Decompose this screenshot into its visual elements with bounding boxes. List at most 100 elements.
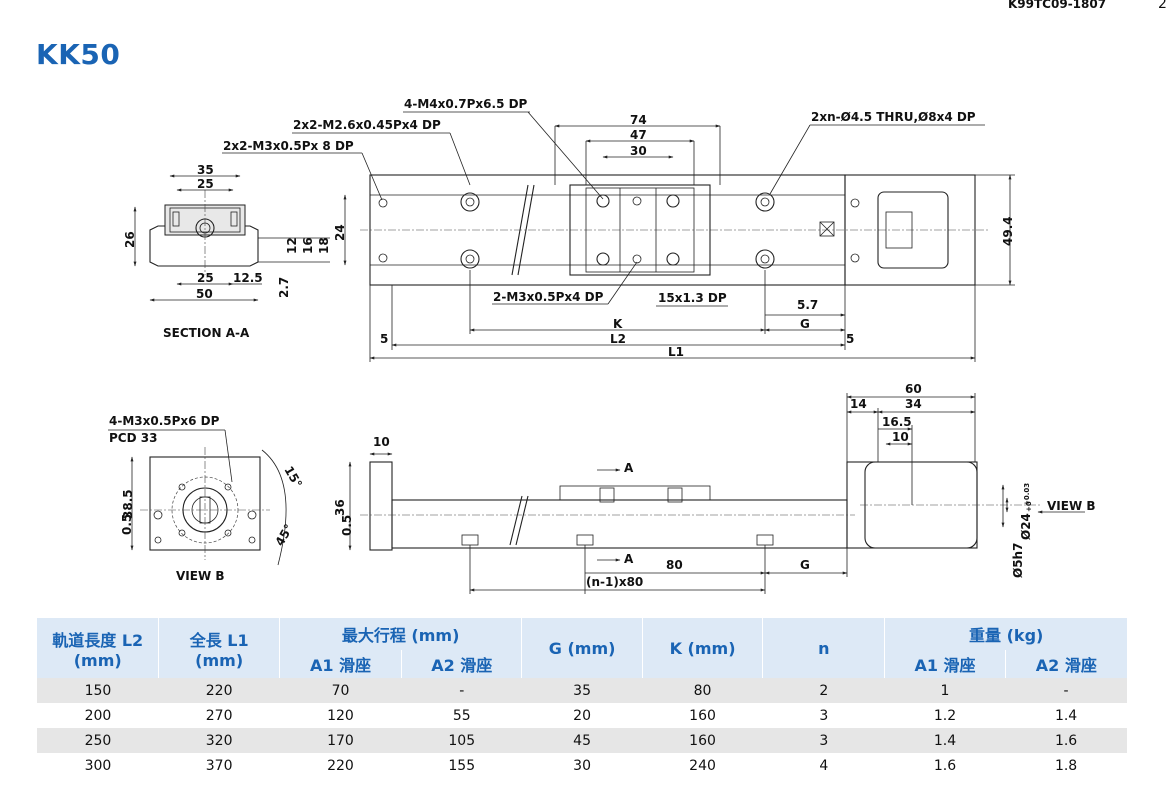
cell-k: 160 [642, 728, 763, 753]
dim-10-left: 10 [373, 435, 390, 449]
dim-k: K [613, 317, 623, 331]
cell-stroke-a2: - [401, 678, 522, 703]
section-a-a-view: 35 25 26 25 12.5 50 2.7 12 16 18 SECTION… [123, 163, 331, 340]
cell-weight-a1: 1.6 [884, 753, 1006, 778]
top-view: 74 47 30 4-M4x0.7Px6.5 DP 2x2-M2.6x0.45P… [222, 97, 1015, 362]
cell-total: 270 [158, 703, 280, 728]
cell-weight-a2: 1.8 [1005, 753, 1127, 778]
cell-stroke-a1: 70 [279, 678, 402, 703]
dim-26: 26 [123, 231, 137, 248]
note-m2-6: 2x2-M2.6x0.45Px4 DP [293, 118, 441, 132]
note-m4: 4-M4x0.7Px6.5 DP [404, 97, 528, 111]
dim-74: 74 [630, 113, 647, 127]
dim-25-top: 25 [197, 177, 214, 191]
cell-rail: 300 [37, 753, 159, 778]
dim-30: 30 [630, 144, 647, 158]
cell-total: 370 [158, 753, 280, 778]
dim-12-5: 12.5 [233, 271, 263, 285]
header-n: n [762, 618, 886, 678]
dim-36: 36 [333, 499, 347, 516]
cell-k: 240 [642, 753, 763, 778]
cell-stroke-a1: 120 [279, 703, 402, 728]
table-row: 150 220 70 - 35 80 2 1 - [37, 678, 1127, 703]
cell-total: 320 [158, 728, 280, 753]
cell-n: 3 [762, 703, 885, 728]
note-m3-4: 2-M3x0.5Px4 DP [493, 290, 604, 304]
dim-49-4: 49.4 [1001, 216, 1015, 246]
cell-n: 4 [762, 753, 885, 778]
spec-table: 軌道長度 L2(mm) 全長 L1(mm) 最大行程 (mm) G (mm) K… [37, 618, 1127, 778]
cell-weight-a2: 1.4 [1005, 703, 1127, 728]
cell-k: 160 [642, 703, 763, 728]
page-number: 2 [1158, 0, 1167, 12]
dim-25-bottom: 25 [197, 271, 214, 285]
cell-n: 3 [762, 728, 885, 753]
section-marker-a-top: A [624, 461, 634, 475]
cell-weight-a1: 1 [884, 678, 1006, 703]
cell-weight-a2: 1.6 [1005, 728, 1127, 753]
header-weight: 重量 (kg) [884, 618, 1127, 650]
note-m3-6: 4-M3x0.5Px6 DP [109, 414, 220, 428]
document-id: K99TC09-1807 [1008, 0, 1107, 11]
dim-g-side: G [800, 558, 810, 572]
cell-rail: 200 [37, 703, 159, 728]
dim-34: 34 [905, 397, 922, 411]
header-g: G (mm) [521, 618, 643, 678]
header-rail-length: 軌道長度 L2(mm) [37, 618, 160, 678]
dim-47: 47 [630, 128, 647, 142]
dim-16-5: 16.5 [882, 415, 912, 429]
dim-80: 80 [666, 558, 683, 572]
cell-k: 80 [642, 678, 763, 703]
note-n-80: (n-1)x80 [586, 575, 643, 589]
dim-60: 60 [905, 382, 922, 396]
view-b-label: VIEW B [176, 569, 225, 583]
model-title: KK50 [36, 38, 121, 71]
table-row: 300 370 220 155 30 240 4 1.6 1.8 [37, 753, 1127, 778]
header-weight-a1: A1 滑座 [884, 650, 1006, 678]
tolerance-lower: +0 [1025, 501, 1033, 512]
cell-weight-a1: 1.2 [884, 703, 1006, 728]
header-stroke-a1: A1 滑座 [279, 650, 403, 678]
cell-g: 20 [521, 703, 643, 728]
section-marker-a-bottom: A [624, 552, 634, 566]
dim-l2: L2 [610, 332, 626, 346]
cell-stroke-a2: 155 [401, 753, 522, 778]
dim-38-5: 38.5 [121, 489, 135, 519]
cell-total: 220 [158, 678, 280, 703]
dim-50: 50 [196, 287, 213, 301]
angle-15: 15° [281, 464, 304, 491]
section-a-a-label: SECTION A-A [163, 326, 250, 340]
note-thru: 2xn-Ø4.5 THRU,Ø8x4 DP [811, 110, 976, 124]
cell-stroke-a2: 55 [401, 703, 522, 728]
view-b-arrow-label: VIEW B [1047, 499, 1096, 513]
dim-diameter-24: Ø24 [1019, 513, 1033, 540]
tolerance-upper: +0.03 [1023, 483, 1031, 506]
dim-0-5-right: 0.5 [340, 515, 354, 536]
dim-5-right: 5 [846, 332, 854, 346]
technical-drawing: 35 25 26 25 12.5 50 2.7 12 16 18 SECTION… [108, 97, 1096, 594]
cell-stroke-a1: 220 [279, 753, 402, 778]
dim-l1: L1 [668, 345, 684, 359]
header-stroke-a2: A2 滑座 [401, 650, 523, 678]
note-slot: 15x1.3 DP [658, 291, 727, 305]
cell-n: 2 [762, 678, 885, 703]
note-m3-8: 2x2-M3x0.5Px 8 DP [223, 139, 354, 153]
table-row: 200 270 120 55 20 160 3 1.2 1.4 [37, 703, 1127, 728]
angle-45: 45° [273, 522, 296, 549]
header-total-length: 全長 L1(mm) [158, 618, 280, 678]
dim-18: 18 [317, 237, 331, 254]
table-row: 250 320 170 105 45 160 3 1.4 1.6 [37, 728, 1127, 753]
cell-g: 30 [521, 753, 643, 778]
cell-weight-a2: - [1005, 678, 1127, 703]
cell-rail: 250 [37, 728, 159, 753]
cell-g: 35 [521, 678, 643, 703]
dim-16: 16 [301, 237, 315, 254]
cell-rail: 150 [37, 678, 159, 703]
header-weight-a2: A2 滑座 [1005, 650, 1127, 678]
dim-g: G [800, 317, 810, 331]
note-pcd: PCD 33 [109, 431, 157, 445]
header-max-stroke: 最大行程 (mm) [279, 618, 523, 650]
cell-stroke-a2: 105 [401, 728, 522, 753]
cell-stroke-a1: 170 [279, 728, 402, 753]
dim-5-7: 5.7 [797, 298, 818, 312]
